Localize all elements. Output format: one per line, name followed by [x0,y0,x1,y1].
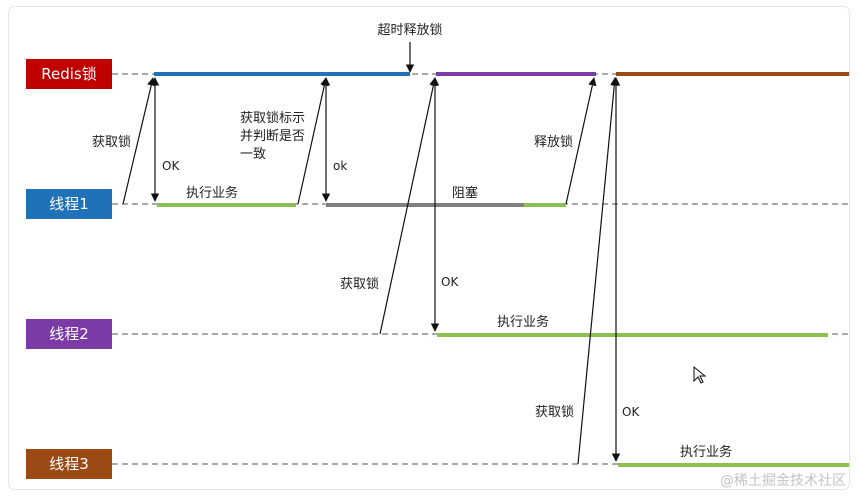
t1-lane-label: 线程1 [49,195,89,213]
t1-acquire-label: 获取锁 [92,134,131,150]
t1-blocked-label: 阻塞 [452,185,478,201]
t2-lane-box [26,319,112,349]
t2-ok-label: OK [441,275,459,289]
t1-lane-box [26,189,112,219]
timeout-release-label: 超时释放锁 [377,22,442,38]
t1-release-arrow [565,77,597,205]
t1-acquire-arrow [122,77,156,205]
t2-lane-label: 线程2 [49,325,89,343]
t1-ok-label: OK [162,159,180,173]
t1-business-label: 执行业务 [186,185,238,201]
check-label-line2: 并判断是否 [240,129,305,144]
t3-acquire-arrow [577,77,619,465]
t1-release-label: 释放锁 [534,134,573,150]
watermark: @稀土掘金技术社区 [720,473,846,489]
t2-acquire-label: 获取锁 [340,276,379,292]
check-label-line1: 获取锁标示 [240,110,305,126]
t3-ok-label: OK [622,405,640,419]
redis-lane-box [26,59,112,89]
t3-acquire-label: 获取锁 [535,404,574,420]
t2-acquire-arrow [379,77,438,335]
t1-check-arrow [297,77,329,205]
mouse-cursor-icon [693,365,707,384]
t3-lane-label: 线程3 [49,455,89,473]
check-label-line3: 一致 [240,147,266,162]
t3-lane-box [26,449,112,479]
check-ok-label: ok [333,159,347,173]
t3-business-label: 执行业务 [680,444,732,460]
t2-business-label: 执行业务 [497,314,549,330]
redis-lane-label: Redis锁 [41,65,96,83]
